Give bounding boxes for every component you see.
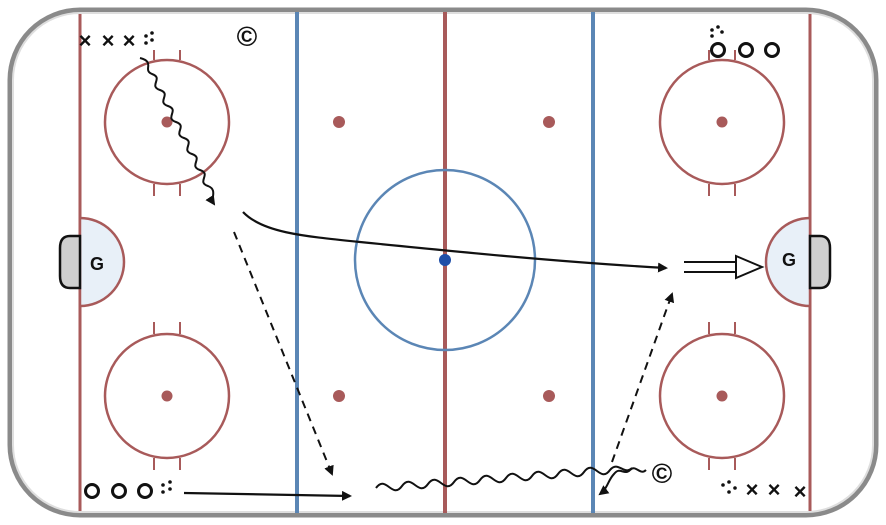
neutral-dot-top-left [333,116,345,128]
stickhandle-arrow-icon [598,467,647,496]
faceoff-circle-top-right [658,50,786,196]
faceoff-circle-bottom-left [103,322,231,470]
players-bottom-left-o [84,483,153,499]
pass-arrow-icon [233,231,334,476]
puck-pile-icon [721,480,737,494]
center-faceoff-dot [439,254,451,266]
player-o [710,42,726,58]
player-o [738,42,754,58]
player-x: × [768,477,781,502]
goalie-left: G [90,254,104,274]
player-x: × [79,28,92,53]
puck-pile-icon [161,480,172,494]
shot-arrow-icon [684,254,765,280]
player-o [111,483,127,499]
faceoff-circle-top-left [103,50,231,196]
player-o [137,483,153,499]
neutral-dot-bottom-right [543,390,555,402]
goal-net-right [808,234,832,290]
neutral-dot-bottom-left [333,390,345,402]
center-circle [353,168,537,352]
faceoff-circle-bottom-right [658,322,786,470]
coach-icon-top-left: © [237,21,258,52]
player-o [764,42,780,58]
goal-crease-left [78,216,126,308]
skate-arrow-icon [183,490,352,501]
skate-arrow-icon [242,211,668,273]
goal-net-left [58,234,82,290]
players-top-left-x: × × × [79,28,136,53]
players-top-right-o [710,42,780,58]
player-x: × [123,28,136,53]
player-o [84,483,100,499]
neutral-dot-top-right [543,116,555,128]
player-x: × [102,28,115,53]
players-bottom-right-x: × × × [746,477,807,504]
puck-pile-icon [144,31,154,45]
player-x: × [794,479,807,504]
puck-pile-icon [710,25,724,38]
goalie-right: G [782,250,796,270]
pass-arrow-icon [611,292,675,463]
goal-crease-right [764,216,812,308]
player-x: × [746,477,759,502]
stickhandle-arrow-icon [375,465,633,492]
stickhandle-arrow-icon [139,57,216,206]
coach-icon-bottom-right: © [652,458,673,489]
